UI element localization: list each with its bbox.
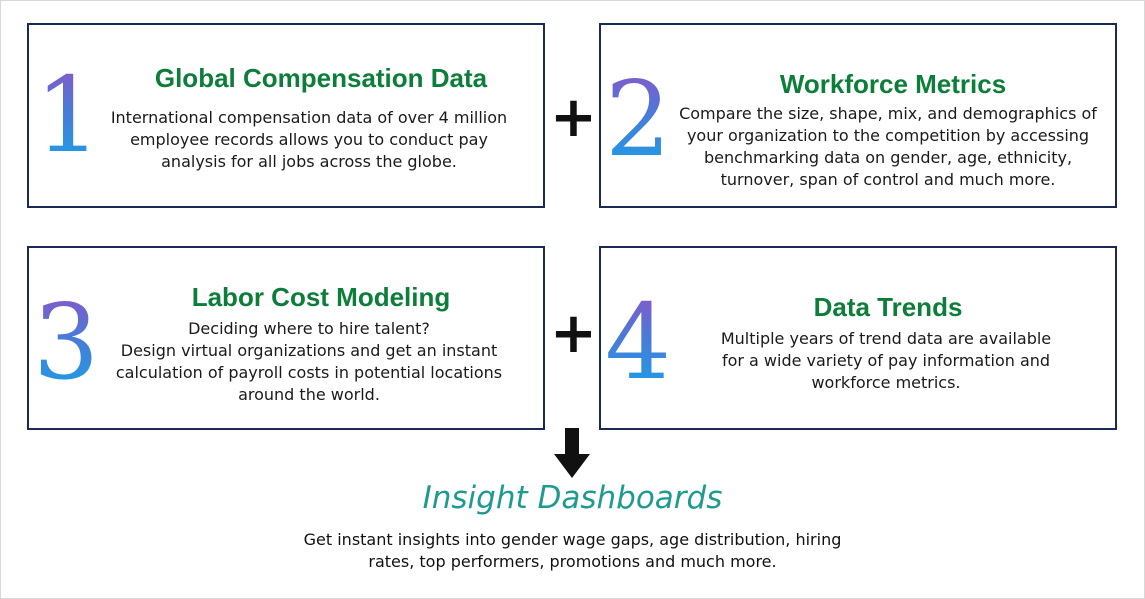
dashboard-description: Get instant insights into gender wage ga…	[303, 530, 842, 571]
plus-icon: +	[550, 85, 597, 150]
card-title: Labor Cost Modeling	[191, 282, 451, 312]
card-workforce-metrics: 2 Workforce Metrics Compare the size, sh…	[599, 23, 1117, 208]
card-description: Multiple years of trend data are availab…	[720, 329, 1052, 392]
card-title: Global Compensation Data	[154, 63, 488, 93]
step-number-1: 1	[35, 54, 102, 176]
card-title: Data Trends	[813, 292, 963, 322]
plus-icon: +	[550, 301, 597, 366]
card-description: Deciding where to hire talent? Design vi…	[115, 319, 503, 404]
step-number-2: 2	[605, 58, 672, 180]
card-title: Workforce Metrics	[779, 69, 1007, 99]
card-global-compensation: 1 Global Compensation Data International…	[27, 23, 545, 208]
card-labor-cost-modeling: 3 Labor Cost Modeling Deciding where to …	[27, 246, 545, 430]
card-description: International compensation data of over …	[110, 108, 508, 171]
dashboard-title: Insight Dashboards	[422, 480, 723, 516]
step-number-3: 3	[33, 281, 100, 403]
step-number-4: 4	[605, 281, 672, 403]
card-data-trends: 4 Data Trends Multiple years of trend da…	[599, 246, 1117, 430]
card-description: Compare the size, shape, mix, and demogr…	[679, 104, 1097, 189]
down-arrow-icon	[554, 428, 590, 478]
